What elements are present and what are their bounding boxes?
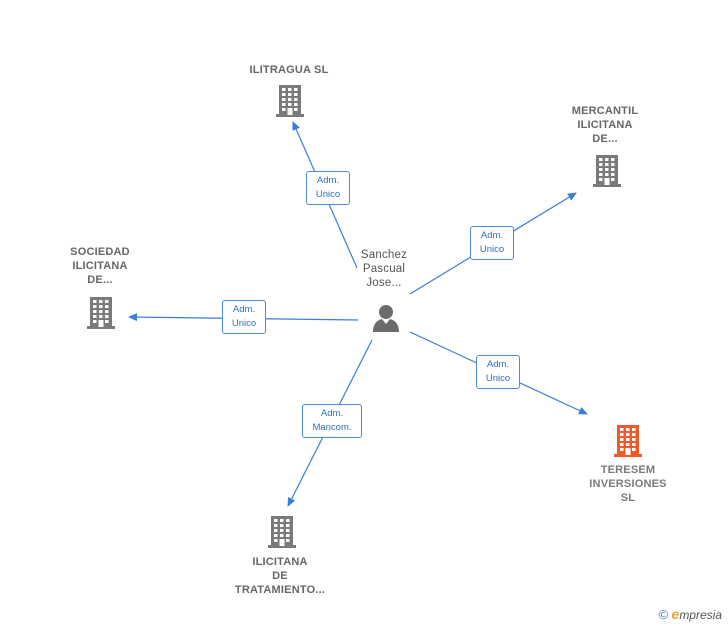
- relation-label[interactable]: Adm. Unico: [476, 355, 520, 389]
- relation-role-line: Adm.: [316, 175, 340, 186]
- building-icon[interactable]: [274, 84, 306, 123]
- company-label-teresem[interactable]: TERESEM INVERSIONES SL: [568, 463, 688, 505]
- relation-role-line: Unico: [315, 189, 341, 200]
- copyright-icon: ©: [658, 607, 669, 622]
- company-name-line: ILICITANA: [72, 260, 128, 272]
- relation-label[interactable]: Adm. Unico: [470, 226, 514, 260]
- company-name-line: SL: [620, 492, 636, 504]
- relation-label[interactable]: Adm. Mancom.: [302, 404, 362, 438]
- company-name-line: ILICITANA: [252, 556, 308, 568]
- building-icon[interactable]: [266, 515, 298, 554]
- company-name-line: MERCANTIL: [571, 105, 639, 117]
- company-name-line: TRATAMIENTO...: [234, 584, 326, 596]
- company-name-line: ILITRAGUA SL: [249, 64, 329, 76]
- building-icon[interactable]: [612, 424, 644, 463]
- relation-label[interactable]: Adm. Unico: [306, 171, 350, 205]
- company-name-line: INVERSIONES: [589, 478, 667, 490]
- company-name-line: DE...: [87, 274, 113, 286]
- relation-role-line: Adm.: [480, 230, 504, 241]
- person-icon[interactable]: [371, 303, 401, 333]
- company-name-line: TERESEM: [600, 464, 656, 476]
- brand-logo-text: mpresia: [679, 608, 722, 622]
- company-label-tratamiento[interactable]: ILICITANA DE TRATAMIENTO...: [220, 555, 340, 597]
- company-name-line: SOCIEDAD: [70, 246, 130, 258]
- person-name-line-3: Jose...: [366, 277, 402, 289]
- building-icon[interactable]: [85, 296, 117, 335]
- person-name-line-1: Sanchez: [360, 249, 408, 261]
- relation-role-line: Unico: [485, 373, 511, 384]
- brand-footer[interactable]: © empresia: [659, 606, 722, 622]
- relation-role-line: Unico: [231, 318, 257, 329]
- company-label-mercantil[interactable]: MERCANTIL ILICITANA DE...: [555, 104, 655, 146]
- company-name-line: DE...: [592, 133, 618, 145]
- company-label-ilitragua[interactable]: ILITRAGUA SL: [229, 63, 349, 77]
- building-icon[interactable]: [591, 154, 623, 193]
- relation-label[interactable]: Adm. Unico: [222, 300, 266, 334]
- relation-role-line: Adm.: [232, 304, 256, 315]
- company-label-sociedad[interactable]: SOCIEDAD ILICITANA DE...: [50, 245, 150, 287]
- relation-role-line: Adm.: [320, 408, 344, 419]
- relation-role-line: Mancom.: [312, 422, 352, 433]
- company-name-line: ILICITANA: [577, 119, 633, 131]
- brand-logo-initial: e: [671, 606, 680, 622]
- person-name-label[interactable]: Sanchez Pascual Jose...: [344, 248, 424, 290]
- relation-role-line: Adm.: [486, 359, 510, 370]
- company-name-line: DE: [272, 570, 288, 582]
- person-name-line-2: Pascual: [362, 263, 406, 275]
- relation-role-line: Unico: [479, 244, 505, 255]
